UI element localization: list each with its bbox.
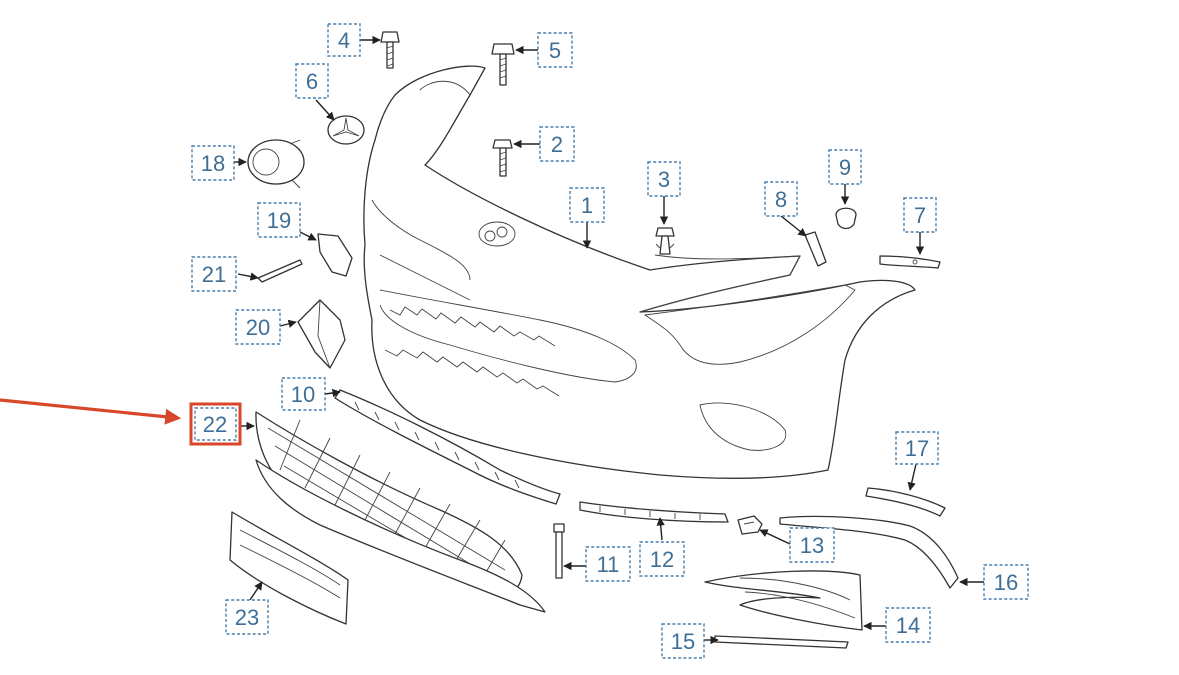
part-15-strip — [714, 635, 849, 649]
callout-10[interactable]: 10 — [281, 377, 326, 411]
svg-text:16: 16 — [994, 570, 1018, 595]
svg-text:15: 15 — [671, 629, 695, 654]
svg-text:7: 7 — [914, 203, 926, 228]
callout-12[interactable]: 12 — [639, 541, 685, 577]
callout-21[interactable]: 21 — [191, 256, 237, 292]
callout-8[interactable]: 8 — [764, 181, 798, 217]
callout-3[interactable]: 3 — [647, 161, 681, 197]
callout-11[interactable]: 11 — [585, 546, 631, 582]
highlight-arrow — [0, 398, 182, 425]
svg-text:13: 13 — [800, 533, 824, 558]
svg-text:17: 17 — [905, 436, 929, 461]
highlight-box-22 — [189, 402, 242, 446]
callout-20[interactable]: 20 — [235, 309, 281, 345]
part-9-cap — [835, 207, 857, 230]
part-13-sensor — [737, 515, 763, 535]
svg-text:18: 18 — [201, 151, 225, 176]
callout-6[interactable]: 6 — [295, 63, 329, 99]
callout-4[interactable]: 4 — [327, 23, 361, 57]
callout-23[interactable]: 23 — [225, 599, 269, 635]
part-6-emblem — [327, 115, 365, 145]
callout-15[interactable]: 15 — [661, 623, 705, 659]
part-16-side-flare — [779, 515, 959, 589]
callout-14[interactable]: 14 — [885, 607, 931, 643]
part-20-bracket — [297, 299, 346, 369]
part-2-bolt — [492, 139, 513, 177]
svg-text:4: 4 — [338, 28, 350, 53]
callout-2[interactable]: 2 — [539, 126, 575, 162]
callout-22[interactable]: 22 — [194, 407, 237, 441]
svg-text:6: 6 — [306, 69, 318, 94]
part-3-push-clip — [655, 227, 675, 255]
part-10-lower-strip — [334, 389, 561, 505]
callout-5[interactable]: 5 — [537, 32, 573, 68]
leader-lines — [234, 35, 984, 645]
callout-9[interactable]: 9 — [828, 149, 862, 185]
svg-text:21: 21 — [202, 262, 226, 287]
part-14-side-vent — [704, 570, 863, 631]
svg-text:12: 12 — [650, 547, 674, 572]
svg-text:14: 14 — [896, 613, 920, 638]
part-1-bumper-cover — [363, 65, 916, 479]
part-19-bracket — [317, 233, 353, 277]
part-12-strip — [579, 501, 729, 523]
callout-17[interactable]: 17 — [895, 431, 939, 465]
svg-text:5: 5 — [549, 38, 561, 63]
callout-19[interactable]: 19 — [257, 202, 301, 238]
part-17-trim-strip — [865, 487, 946, 517]
part-21-cable-tie — [257, 259, 303, 283]
callout-7[interactable]: 7 — [903, 197, 937, 233]
part-4-bolt — [380, 31, 400, 69]
part-18-fog-light — [247, 139, 305, 189]
svg-text:8: 8 — [775, 187, 787, 212]
part-23-lower-grille — [229, 511, 349, 625]
callout-13[interactable]: 13 — [789, 527, 835, 563]
callout-18[interactable]: 18 — [191, 145, 235, 181]
part-22-grille — [255, 411, 546, 613]
svg-text:2: 2 — [551, 132, 563, 157]
part-5-bolt — [491, 43, 515, 86]
part-11-stud — [553, 523, 565, 579]
callout-16[interactable]: 16 — [983, 564, 1029, 600]
svg-text:3: 3 — [658, 167, 670, 192]
svg-text:11: 11 — [597, 552, 620, 577]
callout-1[interactable]: 1 — [569, 187, 605, 223]
svg-text:20: 20 — [246, 315, 270, 340]
svg-text:22: 22 — [203, 412, 227, 437]
part-8-clip — [804, 231, 827, 267]
svg-text:19: 19 — [267, 208, 291, 233]
svg-text:23: 23 — [235, 605, 259, 630]
svg-text:9: 9 — [839, 155, 851, 180]
svg-text:10: 10 — [291, 382, 315, 407]
svg-text:1: 1 — [581, 193, 593, 218]
part-7-trim — [879, 255, 941, 269]
